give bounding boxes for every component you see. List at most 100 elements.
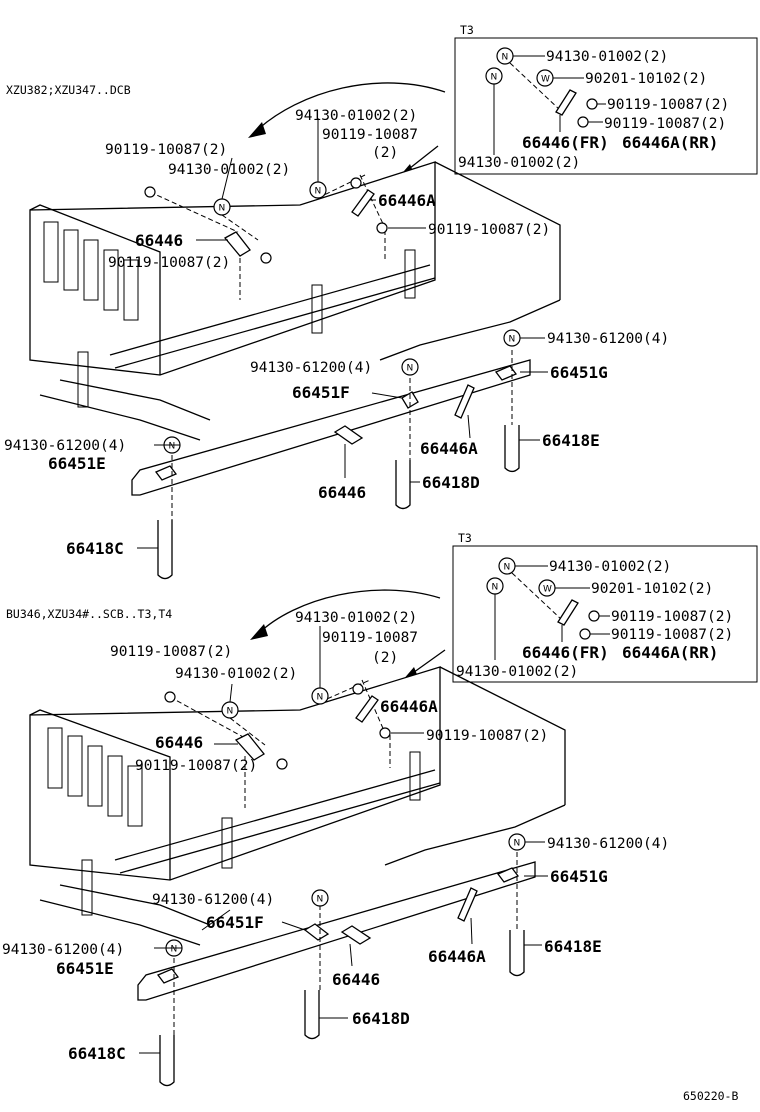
bolt-icon [586,98,598,110]
washer-symbol: W [543,585,552,595]
arrow [254,82,446,133]
model-note-2: BU346,XZU34#..SCB..T3,T4 [6,607,172,621]
cargo-body [29,666,566,946]
bracket-part [555,89,577,116]
bracket-part [156,968,180,984]
bolt-icon [376,222,388,234]
bracket-part [223,231,251,257]
bracket-part [340,925,372,945]
nut-symbol: N [492,583,499,593]
part-label: 66418C [68,1044,126,1063]
nut-symbol: N [502,53,509,63]
bolt-icon [144,186,156,198]
nut-symbol: N [315,187,322,197]
part-label: 94130-01002(2) [175,666,297,682]
nut-icon [401,358,419,376]
washer-symbol: W [541,75,550,85]
bolt-icon [260,252,272,264]
bracket-part [355,695,379,723]
cargo-body [29,161,561,441]
u-bolt [509,930,525,977]
part-label: 66451E [56,959,114,978]
inset-label: 90119-10087(2) [611,627,733,643]
bracket-part [496,867,520,883]
bracket-part [401,391,419,409]
part-label: (2) [372,145,398,161]
nut-symbol: N [514,839,521,849]
part-label: 90119-10087(2) [108,255,230,271]
bracket-part [234,733,265,761]
nut-symbol: N [317,895,324,905]
nut-symbol: N [227,707,234,717]
part-label: 66451E [48,454,106,473]
part-label: 90119-10087 [322,630,418,646]
nut-symbol: N [171,945,178,955]
bolt-icon [588,610,600,622]
inset-frame [452,545,758,683]
bracket-part [351,189,375,217]
part-label: 66446A [378,191,436,210]
part-label: 66446A [420,439,478,458]
inset-part: 66446A(RR) [622,133,718,152]
part-label: 66451G [550,363,608,382]
part-label: 90119-10087(2) [105,142,227,158]
part-label: 66418E [544,937,602,956]
bracket-part [303,923,330,941]
nut-symbol: N [169,442,176,452]
bracket-part [333,425,364,445]
inset-t3-1: T3 N 94130-01002(2) W 90201-10102(2) N 9… [454,23,758,175]
bracket-part [494,365,518,381]
inset-label: 90119-10087(2) [611,609,733,625]
part-label: 66446 [155,733,203,752]
part-label: 66418D [422,473,480,492]
nut-symbol: N [407,364,414,374]
bolt-icon [579,628,591,640]
inset-part: 66446(FR) [522,133,609,152]
inset-label: 90201-10102(2) [591,581,713,597]
bracket-part [154,465,178,481]
part-label: 66446A [428,947,486,966]
inset-label: 94130-01002(2) [549,559,671,575]
bolt-icon [350,177,362,189]
part-label: 94130-61200(4) [4,438,126,454]
nut-symbol: N [509,335,516,345]
inset-part: 66446(FR) [522,643,609,662]
part-label: 66446 [318,483,366,502]
nut-icon [311,889,329,907]
section-2: BU346,XZU34#..SCB..T3,T4 T3 N 94130-0100… [2,531,758,1087]
inset-title: T3 [458,531,472,545]
part-label: 66418E [542,431,600,450]
u-bolt [304,990,320,1040]
inset-title: T3 [460,23,474,37]
inset-label: 94130-01002(2) [458,155,580,171]
inset-label: 94130-01002(2) [456,664,578,680]
frame-rail [137,861,536,1001]
nut-symbol: N [219,204,226,214]
section-1: XZU382;XZU347..DCB T3 N 94130-01002(2) W… [4,23,758,580]
part-label: 66446 [332,970,380,989]
u-bolt [504,425,520,473]
arrow [257,589,441,635]
part-label: 90119-10087 [322,127,418,143]
nut-symbol: N [504,563,511,573]
part-label: 66446A [380,697,438,716]
part-label: 66418C [66,539,124,558]
bracket-part [557,599,579,626]
inset-label: 90201-10102(2) [585,71,707,87]
bracket-part [457,887,478,922]
part-label: 94130-01002(2) [295,108,417,124]
bolt-icon [379,727,391,739]
part-label: 94130-61200(4) [152,892,274,908]
u-bolt [159,1035,175,1087]
inset-label: 90119-10087(2) [607,97,729,113]
bolt-icon [164,691,176,703]
bolt-icon [577,116,589,128]
part-label: 94130-61200(4) [2,942,124,958]
nut-symbol: N [491,73,498,83]
part-label: 94130-01002(2) [168,162,290,178]
part-label: 66451F [206,913,264,932]
model-note-1: XZU382;XZU347..DCB [6,83,131,97]
part-label: 66418D [352,1009,410,1028]
inset-t3-2: T3 N 94130-01002(2) W 90201-10102(2) N 9… [452,531,758,683]
part-label: 94130-61200(4) [547,331,669,347]
